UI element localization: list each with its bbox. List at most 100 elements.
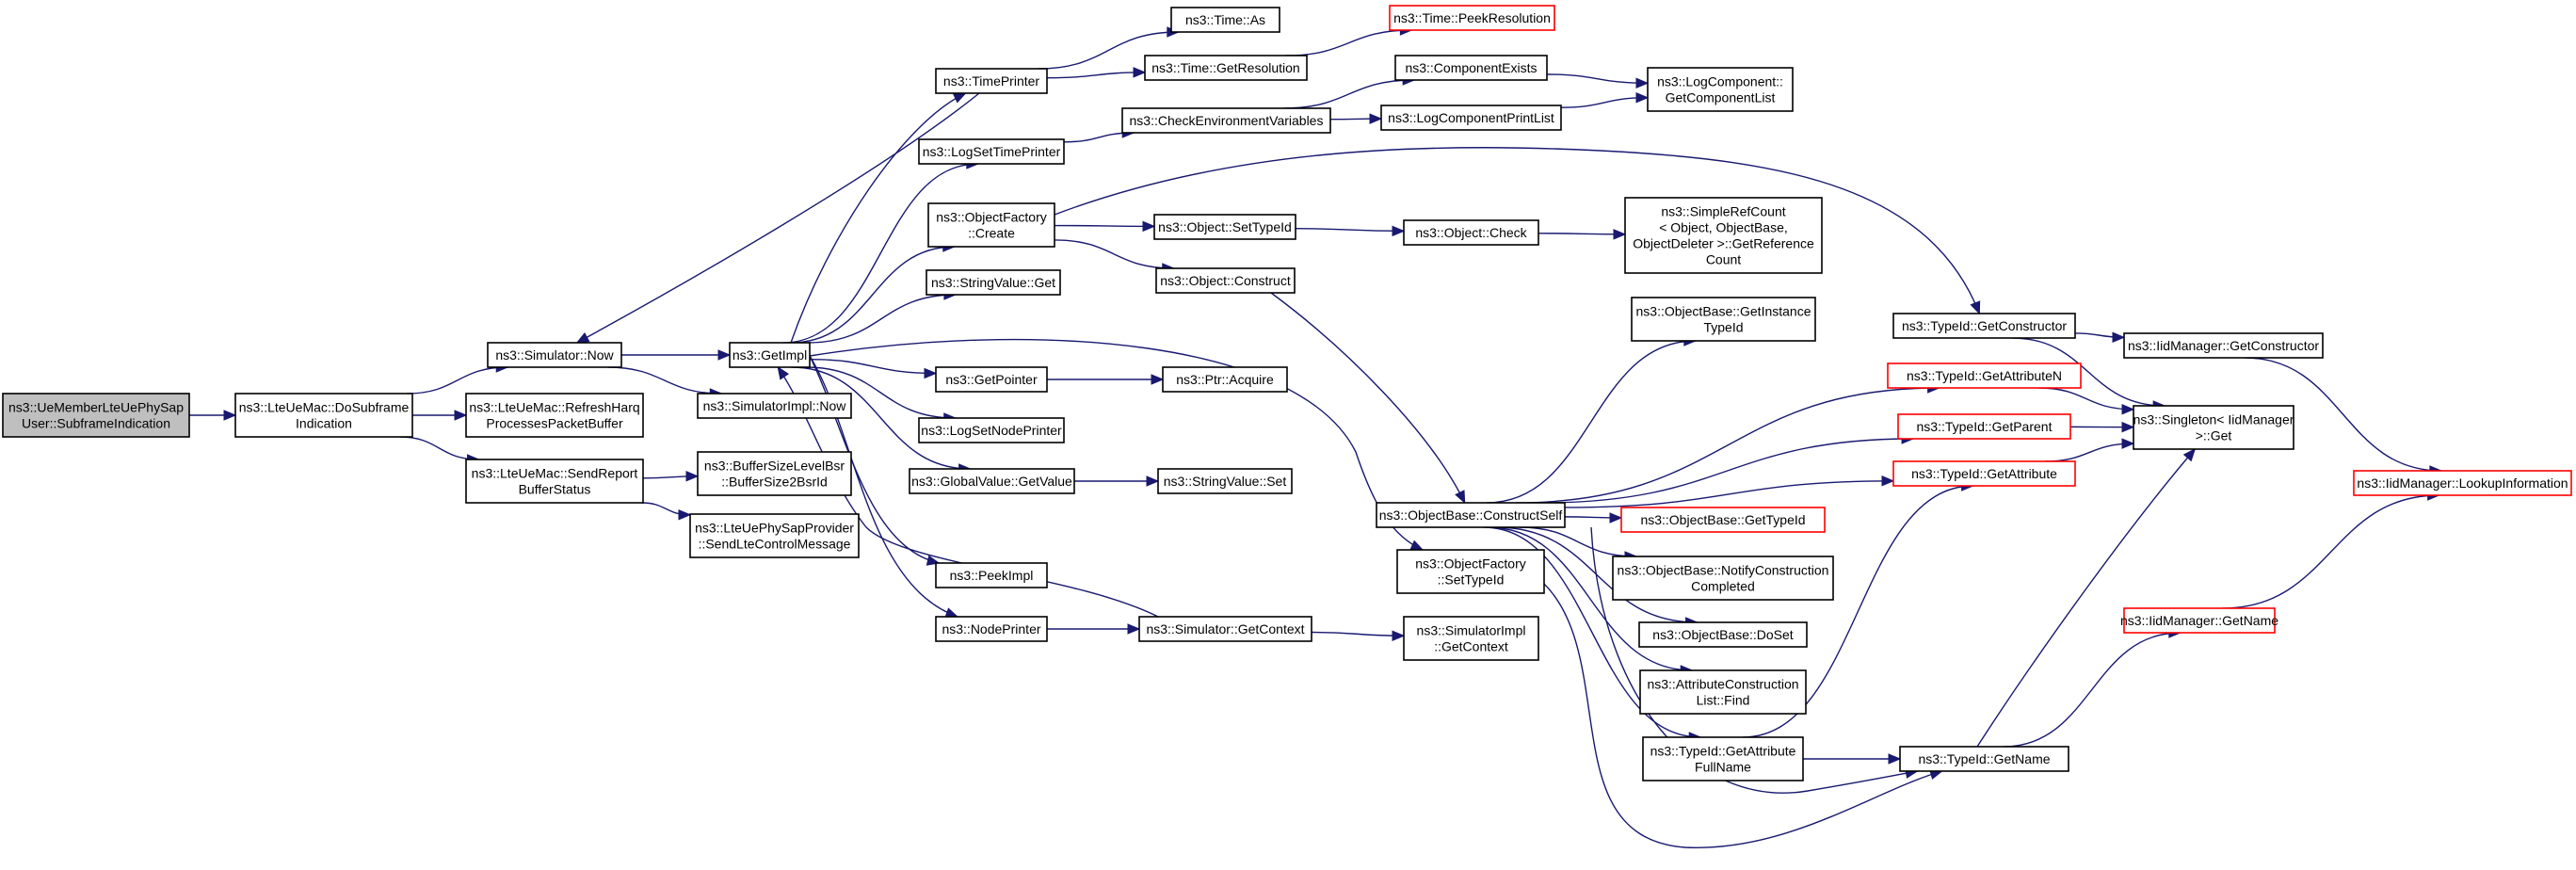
node-timeGetRes[interactable]: ns3::Time::GetResolution xyxy=(1144,55,1308,81)
node-label-line: ns3::ObjectBase::GetInstance xyxy=(1636,304,1811,319)
node-objBaseGetTypeId[interactable]: ns3::ObjectBase::GetTypeId xyxy=(1620,507,1826,533)
edge-objBaseConstructSelf-to-typeIdGetParent xyxy=(1541,433,1915,504)
node-label-line: ns3::LteUePhySapProvider xyxy=(695,521,854,536)
node-label-line: ns3::SimulatorImpl xyxy=(1417,623,1526,638)
node-label-line: ns3::SimulatorImpl::Now xyxy=(703,398,847,413)
edge-timePrinter-to-timeGetRes xyxy=(1046,67,1147,79)
node-checkEnv[interactable]: ns3::CheckEnvironmentVariables xyxy=(1121,107,1331,134)
node-label-line: ns3::ObjectFactory xyxy=(1415,556,1526,572)
node-simNow[interactable]: ns3::Simulator::Now xyxy=(487,342,622,368)
node-label-line: ns3::SimpleRefCount xyxy=(1661,204,1785,219)
node-iidMgrLookup[interactable]: ns3::IidManager::LookupInformation xyxy=(2353,470,2572,496)
node-label-line: ns3::ObjectBase::NotifyConstruction xyxy=(1618,563,1829,578)
edge-root-to-doSubframe xyxy=(189,410,237,421)
node-objSetTypeId[interactable]: ns3::Object::SetTypeId xyxy=(1153,214,1296,240)
node-label-line: ns3::AttributeConstruction xyxy=(1647,677,1798,692)
node-label-line: ns3::TypeId::GetAttributeN xyxy=(1907,368,2062,383)
node-label-line: ns3::Time::PeekResolution xyxy=(1393,10,1551,25)
node-label-line: ns3::PeekImpl xyxy=(950,568,1034,583)
node-stringValueSet[interactable]: ns3::StringValue::Set xyxy=(1157,468,1293,494)
node-nodePrinter[interactable]: ns3::NodePrinter xyxy=(935,616,1048,642)
nodes-layer: ns3::UeMemberLteUePhySapUser::SubframeIn… xyxy=(2,5,2572,781)
node-label-line: ns3::ObjectBase::GetTypeId xyxy=(1640,512,1805,527)
node-label-line: ns3::Singleton< IidManager xyxy=(2133,412,2294,427)
node-label-line: ns3::CheckEnvironmentVariables xyxy=(1130,113,1324,128)
node-label-line: ns3::UeMemberLteUePhySap xyxy=(8,400,184,415)
node-simImplNow[interactable]: ns3::SimulatorImpl::Now xyxy=(697,393,852,419)
edge-sendReport-to-sendLteCtrl xyxy=(641,502,692,521)
edge-typeIdGetName-to-iidMgrGetName xyxy=(2003,627,2182,748)
node-label-line: ns3::Time::As xyxy=(1185,12,1265,27)
node-label-line: ns3::IidManager::GetName xyxy=(2120,613,2278,628)
node-label-line: ns3::TypeId::GetConstructor xyxy=(1902,318,2067,333)
node-simGetContext[interactable]: ns3::Simulator::GetContext xyxy=(1138,616,1312,642)
node-label-line: ::BufferSize2BsrId xyxy=(721,475,828,490)
node-label-line: TypeId xyxy=(1703,320,1743,335)
node-typeIdGetAttr[interactable]: ns3::TypeId::GetAttribute xyxy=(1892,460,2076,487)
node-timePrinter[interactable]: ns3::TimePrinter xyxy=(935,68,1048,94)
edge-getImpl-to-stringValueGet xyxy=(807,289,958,344)
edge-objSetTypeId-to-objCheck xyxy=(1295,225,1406,237)
edge-objCheck-to-simpleRefCount xyxy=(1538,229,1627,240)
node-stringValueGet[interactable]: ns3::StringValue::Get xyxy=(926,269,1061,296)
node-objBaseDoSet[interactable]: ns3::ObjectBase::DoSet xyxy=(1638,621,1808,648)
node-typeIdGetAttrN[interactable]: ns3::TypeId::GetAttributeN xyxy=(1887,362,2082,389)
node-logCompGetList[interactable]: ns3::LogComponent::GetComponentList xyxy=(1647,67,1794,112)
node-label-line: GetComponentList xyxy=(1666,90,1776,105)
node-simpleRefCount[interactable]: ns3::SimpleRefCount< Object, ObjectBase,… xyxy=(1624,197,1823,274)
node-label-line: ns3::GlobalValue::GetValue xyxy=(911,474,1072,489)
node-label-line: ns3::StringValue::Set xyxy=(1164,474,1287,489)
node-label-line: ns3::TypeId::GetParent xyxy=(1917,419,2053,434)
node-objBaseConstructSelf[interactable]: ns3::ObjectBase::ConstructSelf xyxy=(1376,502,1566,528)
node-label-line: Completed xyxy=(1691,579,1755,594)
node-peekImpl[interactable]: ns3::PeekImpl xyxy=(935,562,1048,588)
node-timeAs[interactable]: ns3::Time::As xyxy=(1170,7,1280,33)
node-typeIdGetConstructor[interactable]: ns3::TypeId::GetConstructor xyxy=(1892,313,2076,339)
node-refreshHarq[interactable]: ns3::LteUeMac::RefreshHarqProcessesPacke… xyxy=(465,393,644,438)
node-objCheck[interactable]: ns3::Object::Check xyxy=(1403,219,1539,246)
node-sendLteCtrl[interactable]: ns3::LteUePhySapProvider::SendLteControl… xyxy=(689,513,860,558)
node-compExists[interactable]: ns3::ComponentExists xyxy=(1394,55,1548,81)
node-logCompPrintList[interactable]: ns3::LogComponentPrintList xyxy=(1380,105,1562,131)
node-getImpl[interactable]: ns3::GetImpl xyxy=(729,342,811,368)
edge-simNow-to-getImpl xyxy=(621,349,732,361)
node-label-line: ns3::Simulator::GetContext xyxy=(1146,621,1304,636)
node-objFactorySetTypeId[interactable]: ns3::ObjectFactory::SetTypeId xyxy=(1396,549,1545,594)
node-singletonGet[interactable]: ns3::Singleton< IidManager>::Get xyxy=(2133,405,2294,450)
node-label-line: ns3::BufferSizeLevelBsr xyxy=(704,459,845,474)
node-timePeekRes[interactable]: ns3::Time::PeekResolution xyxy=(1389,5,1555,31)
node-simImplGetContext[interactable]: ns3::SimulatorImpl::GetContext xyxy=(1403,616,1539,661)
node-label-line: ::SendLteControlMessage xyxy=(699,537,851,552)
edge-globalValueGet-to-stringValueSet xyxy=(1074,475,1160,487)
node-iidMgrGetConstructor[interactable]: ns3::IidManager::GetConstructor xyxy=(2123,332,2324,359)
node-bufferSize[interactable]: ns3::BufferSizeLevelBsr::BufferSize2BsrI… xyxy=(697,451,852,496)
node-objFactoryCreate[interactable]: ns3::ObjectFactory::Create xyxy=(927,202,1055,248)
node-label-line: ns3::TypeId::GetAttribute xyxy=(1911,466,2057,481)
node-label-line: ns3::IidManager::GetConstructor xyxy=(2128,338,2319,353)
node-label-line: ns3::Simulator::Now xyxy=(495,347,614,362)
node-label-line: ns3::LogSetNodePrinter xyxy=(921,423,1062,438)
edge-simGetContext-to-simImplGetContext xyxy=(1311,630,1406,642)
node-globalValueGet[interactable]: ns3::GlobalValue::GetValue xyxy=(909,468,1075,494)
node-getPointer[interactable]: ns3::GetPointer xyxy=(935,366,1048,393)
node-label-line: ns3::Object::SetTypeId xyxy=(1158,219,1292,234)
node-label-line: ns3::GetPointer xyxy=(945,372,1038,387)
node-ptrAcquire[interactable]: ns3::Ptr::Acquire xyxy=(1162,366,1288,393)
node-logSetNodePrinter[interactable]: ns3::LogSetNodePrinter xyxy=(918,417,1065,443)
node-typeIdGetName[interactable]: ns3::TypeId::GetName xyxy=(1899,746,2069,772)
edge-typeIdGetAttrN-to-singletonGet xyxy=(2038,387,2135,415)
node-iidMgrGetName[interactable]: ns3::IidManager::GetName xyxy=(2120,607,2278,634)
node-root[interactable]: ns3::UeMemberLteUePhySapUser::SubframeIn… xyxy=(2,393,190,438)
edge-typeIdGetName-to-singletonGet xyxy=(1976,448,2197,748)
node-logSetTimePrinter[interactable]: ns3::LogSetTimePrinter xyxy=(918,138,1065,165)
node-typeIdGetParent[interactable]: ns3::TypeId::GetParent xyxy=(1897,413,2071,440)
node-objConstruct[interactable]: ns3::Object::Construct xyxy=(1155,267,1296,294)
node-objBaseNotify[interactable]: ns3::ObjectBase::NotifyConstructionCompl… xyxy=(1612,556,1834,601)
node-label-line: >::Get xyxy=(2196,428,2232,443)
